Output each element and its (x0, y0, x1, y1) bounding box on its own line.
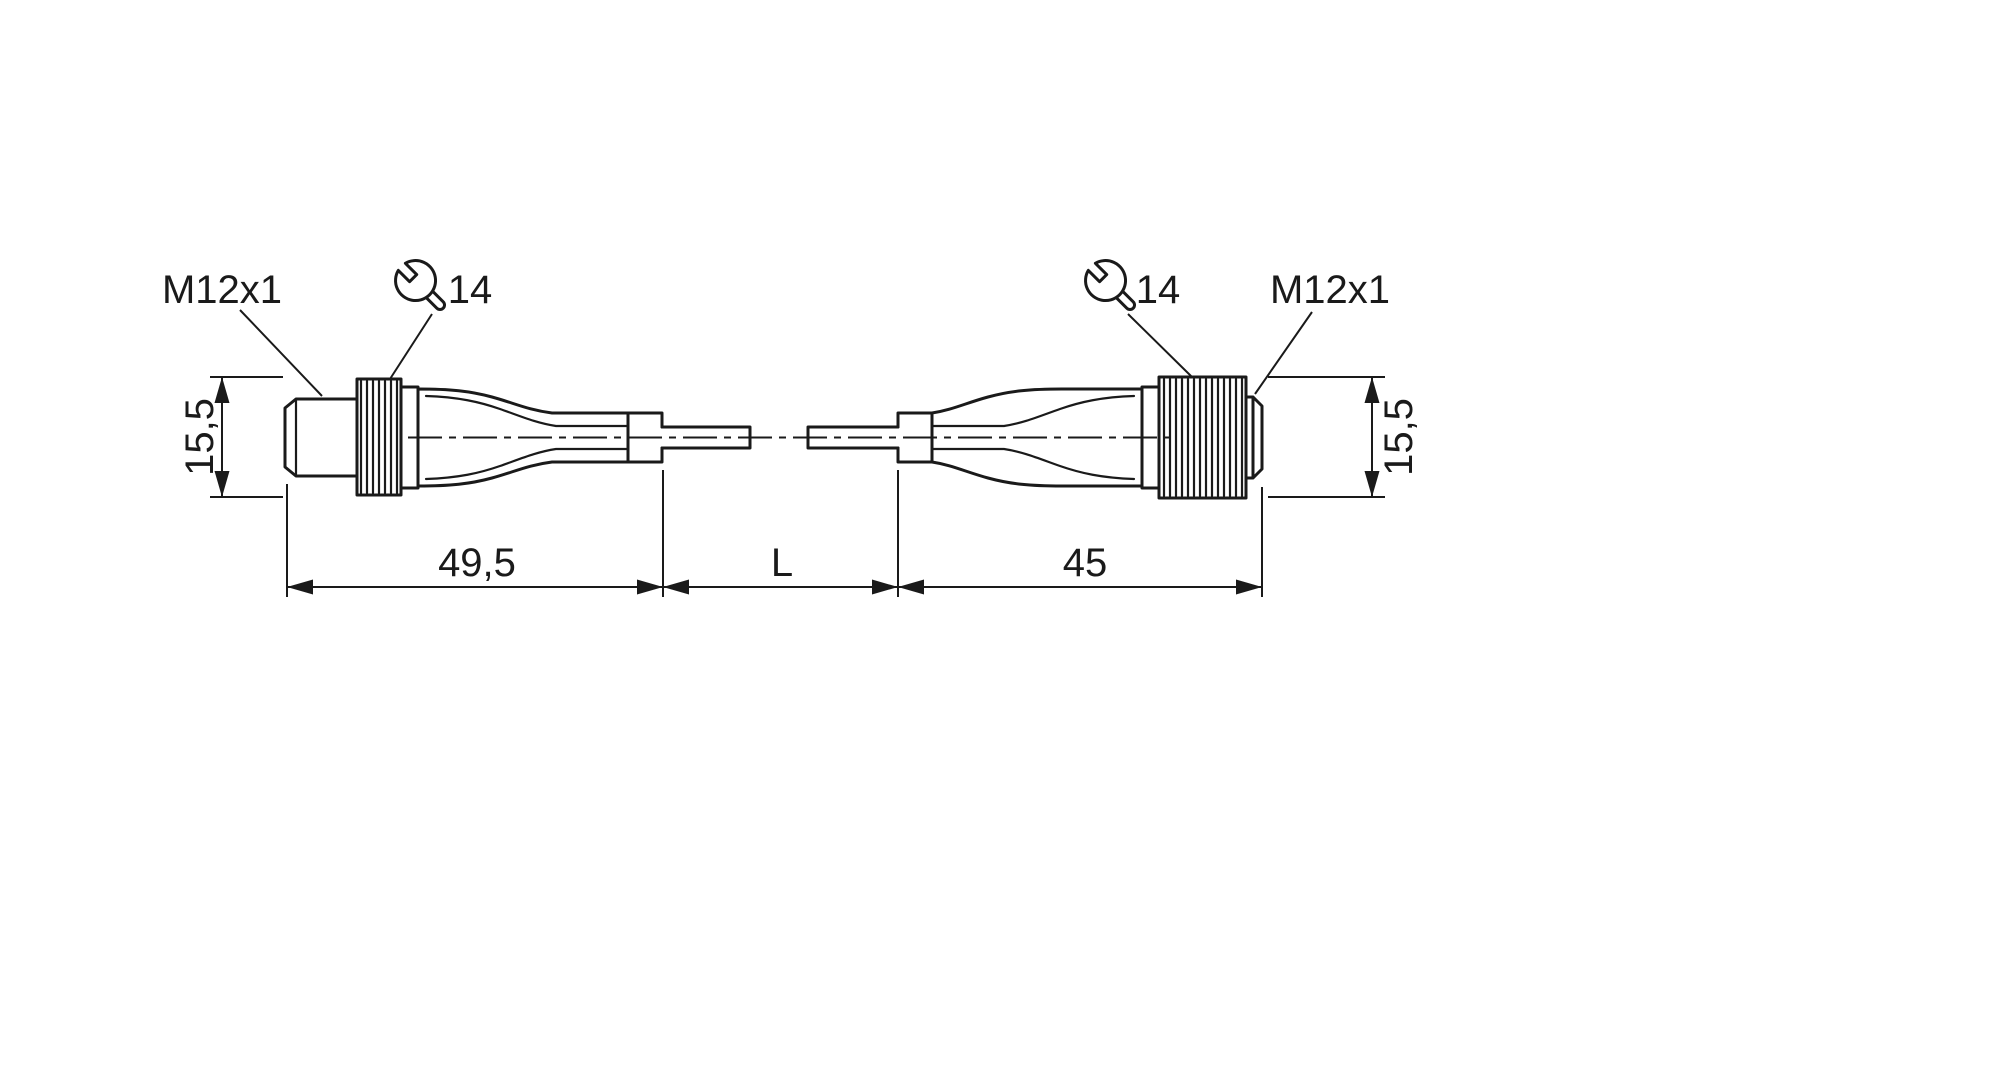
dimension-lines (210, 376, 1385, 597)
right-overmold-parting-lines (930, 394, 1136, 481)
left-wrench-size-label: 14 (448, 268, 493, 312)
left-overmold-parting-lines (424, 394, 630, 481)
cable-length-dimension-label: L (771, 541, 793, 585)
left-knurl-stripes (359, 379, 399, 495)
right-wrench-size-label: 14 (1136, 268, 1181, 312)
right-connector (896, 375, 1264, 500)
extension-lines (210, 376, 1385, 597)
right-overmold-body (896, 387, 1144, 488)
left-thread-label: M12x1 (162, 268, 282, 312)
right-knurl-stripes (1162, 377, 1244, 498)
wrench-icon (394, 259, 447, 312)
right-knurl-ring (1157, 375, 1248, 500)
wrench-icon (1084, 259, 1137, 312)
right-thread-label: M12x1 (1270, 268, 1390, 312)
right-length-dimension-label: 45 (1063, 541, 1108, 585)
left-height-dimension-label: 15,5 (178, 398, 222, 476)
dimension-arrowheads (214, 377, 1380, 595)
right-height-dimension-label: 15,5 (1377, 398, 1421, 476)
right-end-cap (1244, 395, 1264, 480)
leader-lines (239, 309, 1313, 397)
left-length-dimension-label: 49,5 (438, 541, 516, 585)
